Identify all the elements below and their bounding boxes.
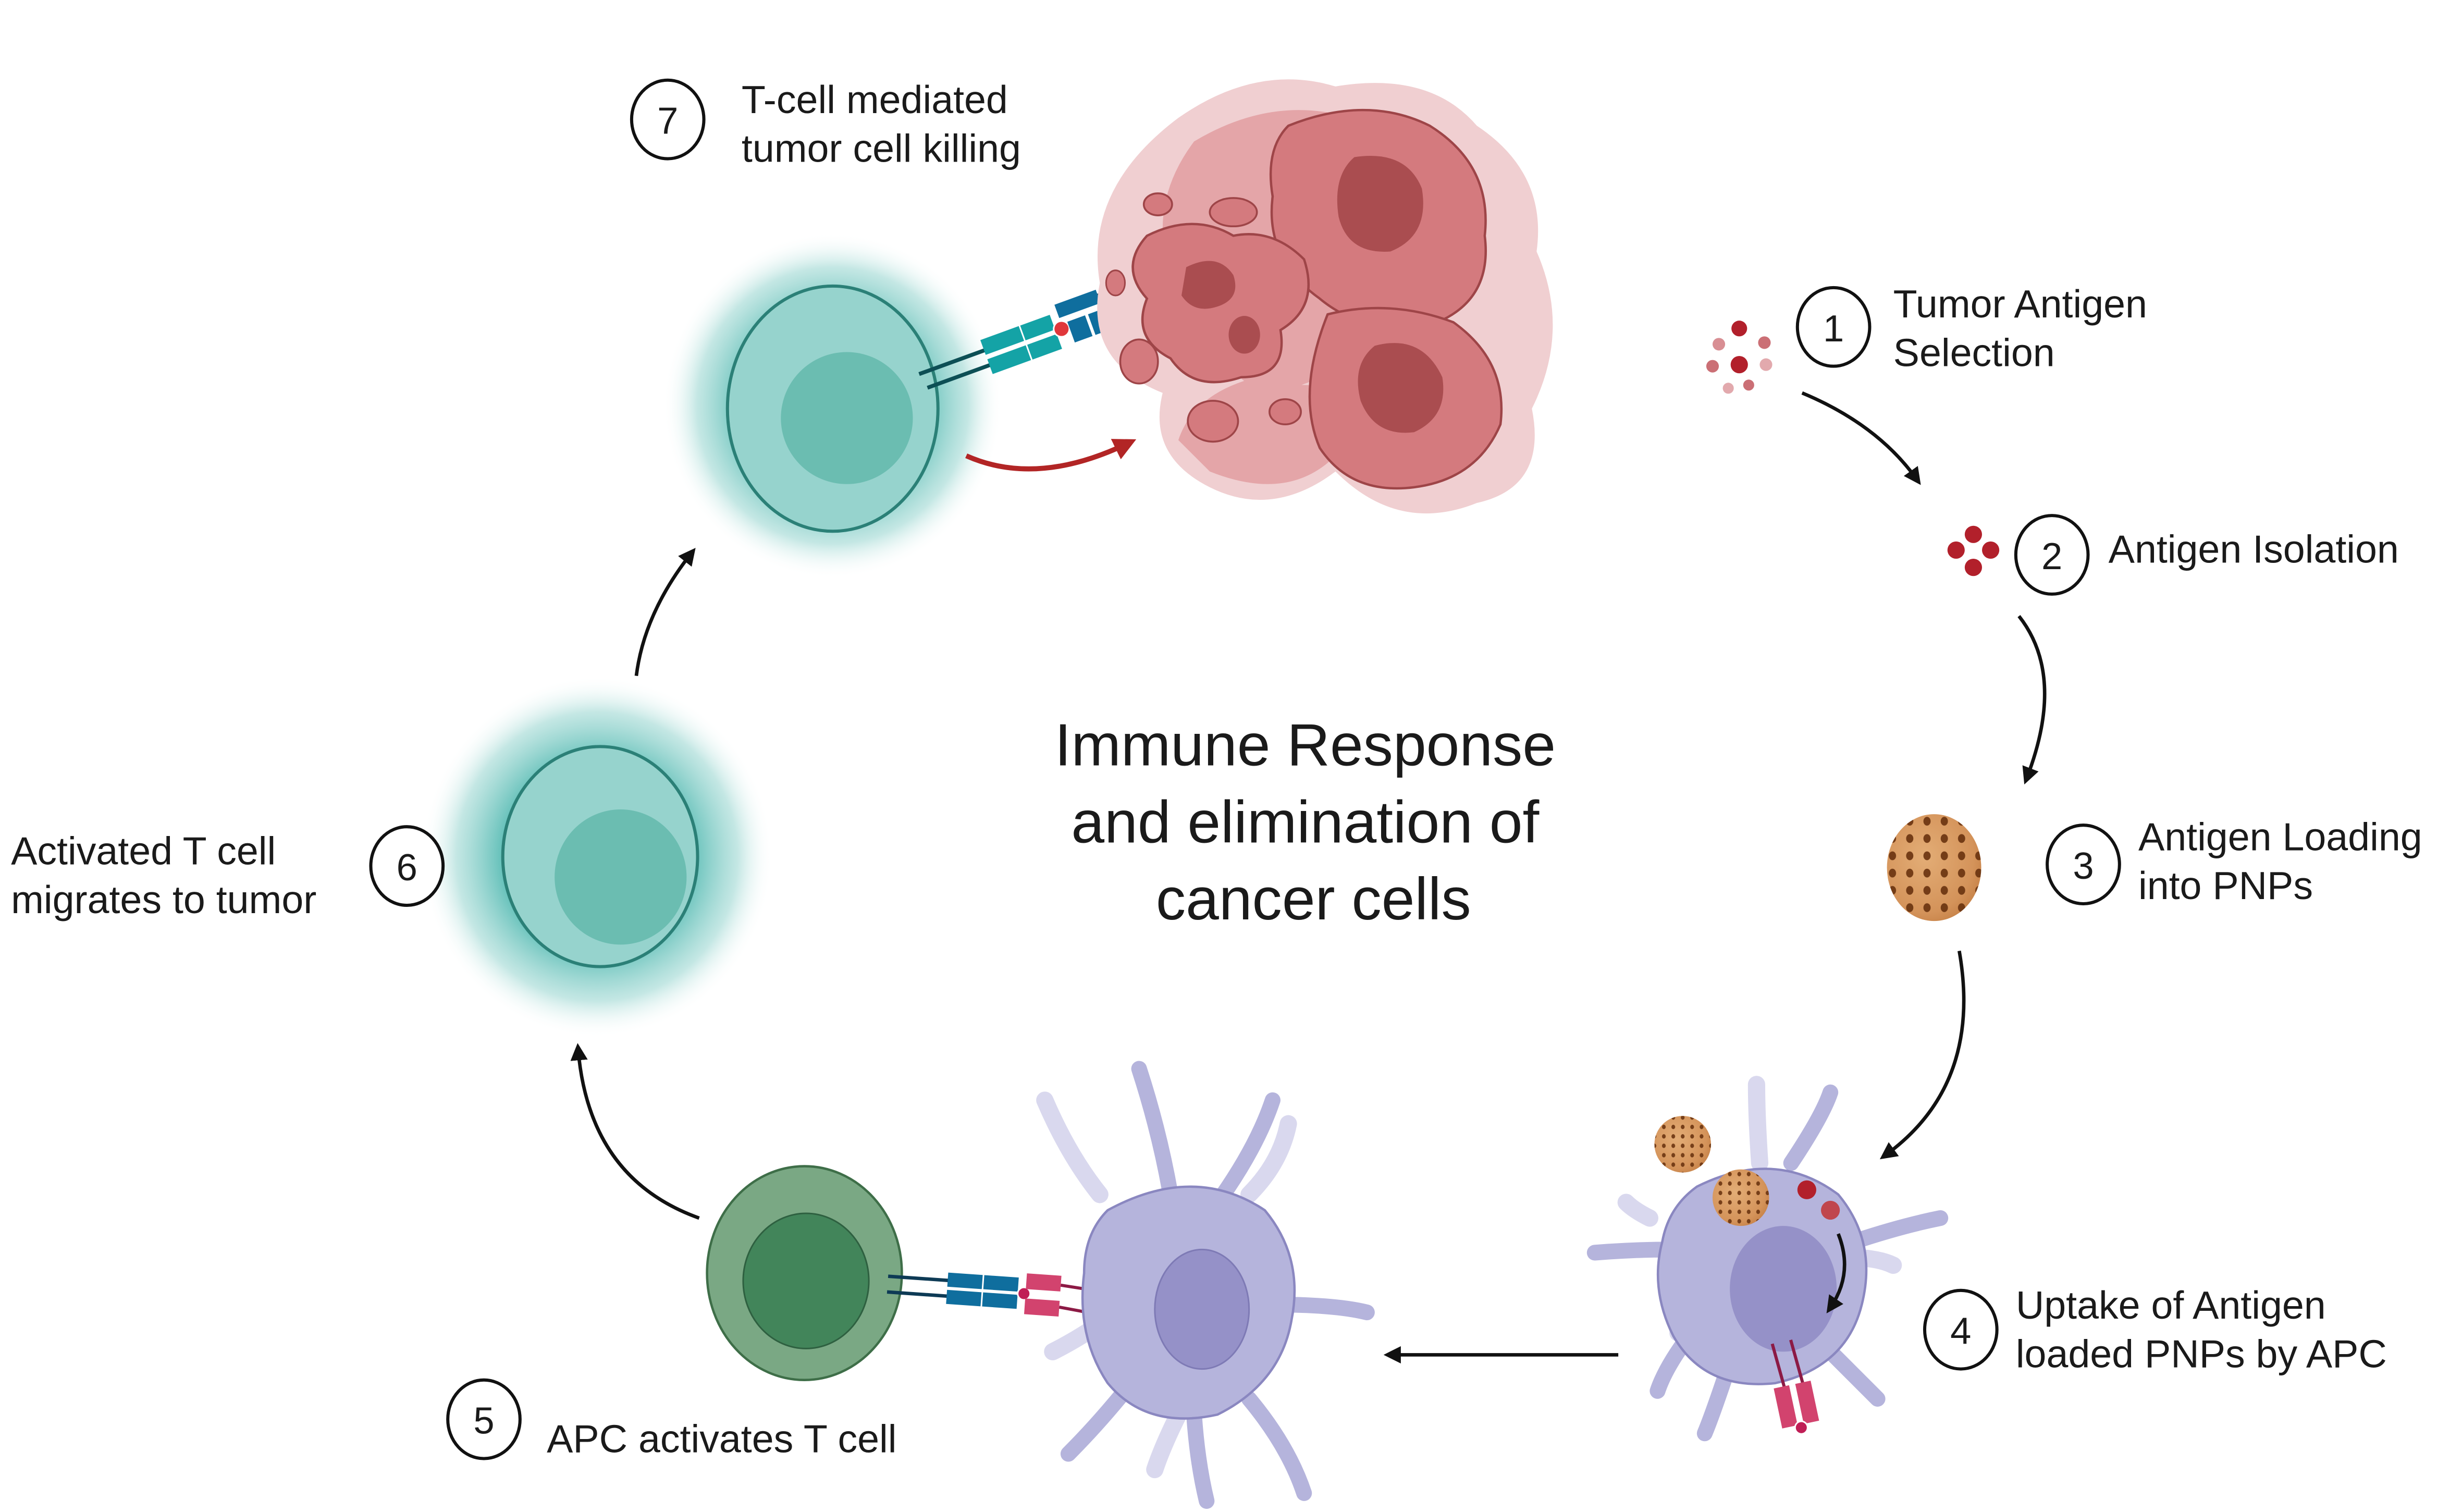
tumor-nucleus-upper xyxy=(1337,156,1423,252)
tcell-nucleus xyxy=(742,1212,870,1349)
step-badge-3: 3 xyxy=(2046,823,2121,905)
step-label-3: Antigen Loading into PNPs xyxy=(2138,815,2433,907)
activated-tcell-attacking xyxy=(663,232,1003,579)
step-number: 3 xyxy=(2073,845,2094,887)
arrow-step1-to-step2 xyxy=(1801,391,1921,485)
step-badge-4: 4 xyxy=(1923,1288,1999,1371)
mhc-presenting-antigen xyxy=(1770,1339,1819,1435)
tumor-cell-cluster xyxy=(1097,79,1553,514)
arrow-step2-to-step3 xyxy=(2017,615,2047,785)
arrow-step6-to-step7 xyxy=(634,548,696,677)
antigen-particle xyxy=(1821,1200,1840,1220)
step-badge-7: 7 xyxy=(630,78,706,161)
tumor-antigens-scattered xyxy=(1706,321,1772,394)
apc-uptake-cell xyxy=(1586,1076,1949,1442)
pnp-outside xyxy=(1654,1116,1711,1173)
apoptotic-nucleus xyxy=(1181,261,1236,309)
tcell-nucleus xyxy=(555,809,687,945)
step-label-1: Tumor Antigen Selection xyxy=(1893,282,2158,374)
step-number: 4 xyxy=(1950,1310,1971,1353)
step-badge-6: 6 xyxy=(369,825,445,907)
step-label-2: Antigen Isolation xyxy=(2109,527,2399,571)
apoptotic-body xyxy=(1269,398,1302,426)
kill-arrow xyxy=(965,439,1137,472)
naive-tcell xyxy=(706,1165,903,1381)
tcell-nucleus xyxy=(781,352,913,484)
step-badge-2: 2 xyxy=(2014,514,2090,596)
polymeric-nanoparticle xyxy=(1887,814,1981,921)
step-label-7: T-cell mediated tumor cell killing xyxy=(742,78,1021,170)
step-label-6: Activated T cell migrates to tumor xyxy=(11,829,316,921)
step-label-4: Uptake of Antigen loaded PNPs by APC xyxy=(2016,1283,2387,1375)
apc-dendritic-cell-activating xyxy=(1036,1061,1375,1509)
apc-nucleus xyxy=(1154,1248,1250,1370)
apoptotic-body xyxy=(1187,400,1239,443)
step-number: 2 xyxy=(2041,535,2062,577)
apoptotic-body xyxy=(1119,338,1159,385)
step-number: 1 xyxy=(1823,308,1844,350)
apoptotic-body xyxy=(1105,269,1126,297)
step-number: 7 xyxy=(657,100,678,142)
isolated-antigens xyxy=(1947,525,2000,576)
apoptotic-body xyxy=(1142,192,1173,216)
antigen-particle xyxy=(1797,1180,1816,1199)
fragment-nucleus xyxy=(1228,316,1260,354)
arrow-step3-to-step4 xyxy=(1879,950,1966,1160)
apc-nucleus xyxy=(1730,1226,1837,1352)
diagram-title: Immune Response and elimination of cance… xyxy=(1055,712,1572,933)
step-badge-5: 5 xyxy=(446,1378,522,1460)
apoptotic-body xyxy=(1209,197,1258,228)
step-label-5: APC activates T cell xyxy=(547,1417,896,1460)
tumor-nucleus-lower xyxy=(1358,343,1444,433)
tcr-mhc-complex-bottom xyxy=(887,1272,1116,1319)
internal-processing-arrow xyxy=(1826,1233,1846,1313)
step-badge-1: 1 xyxy=(1795,286,1872,368)
arrow-step5-to-step6 xyxy=(570,1043,700,1220)
step-number: 5 xyxy=(473,1400,494,1442)
step-number: 6 xyxy=(397,846,417,889)
pnp-internalized xyxy=(1712,1169,1769,1226)
migrating-activated-tcell xyxy=(421,675,773,1038)
